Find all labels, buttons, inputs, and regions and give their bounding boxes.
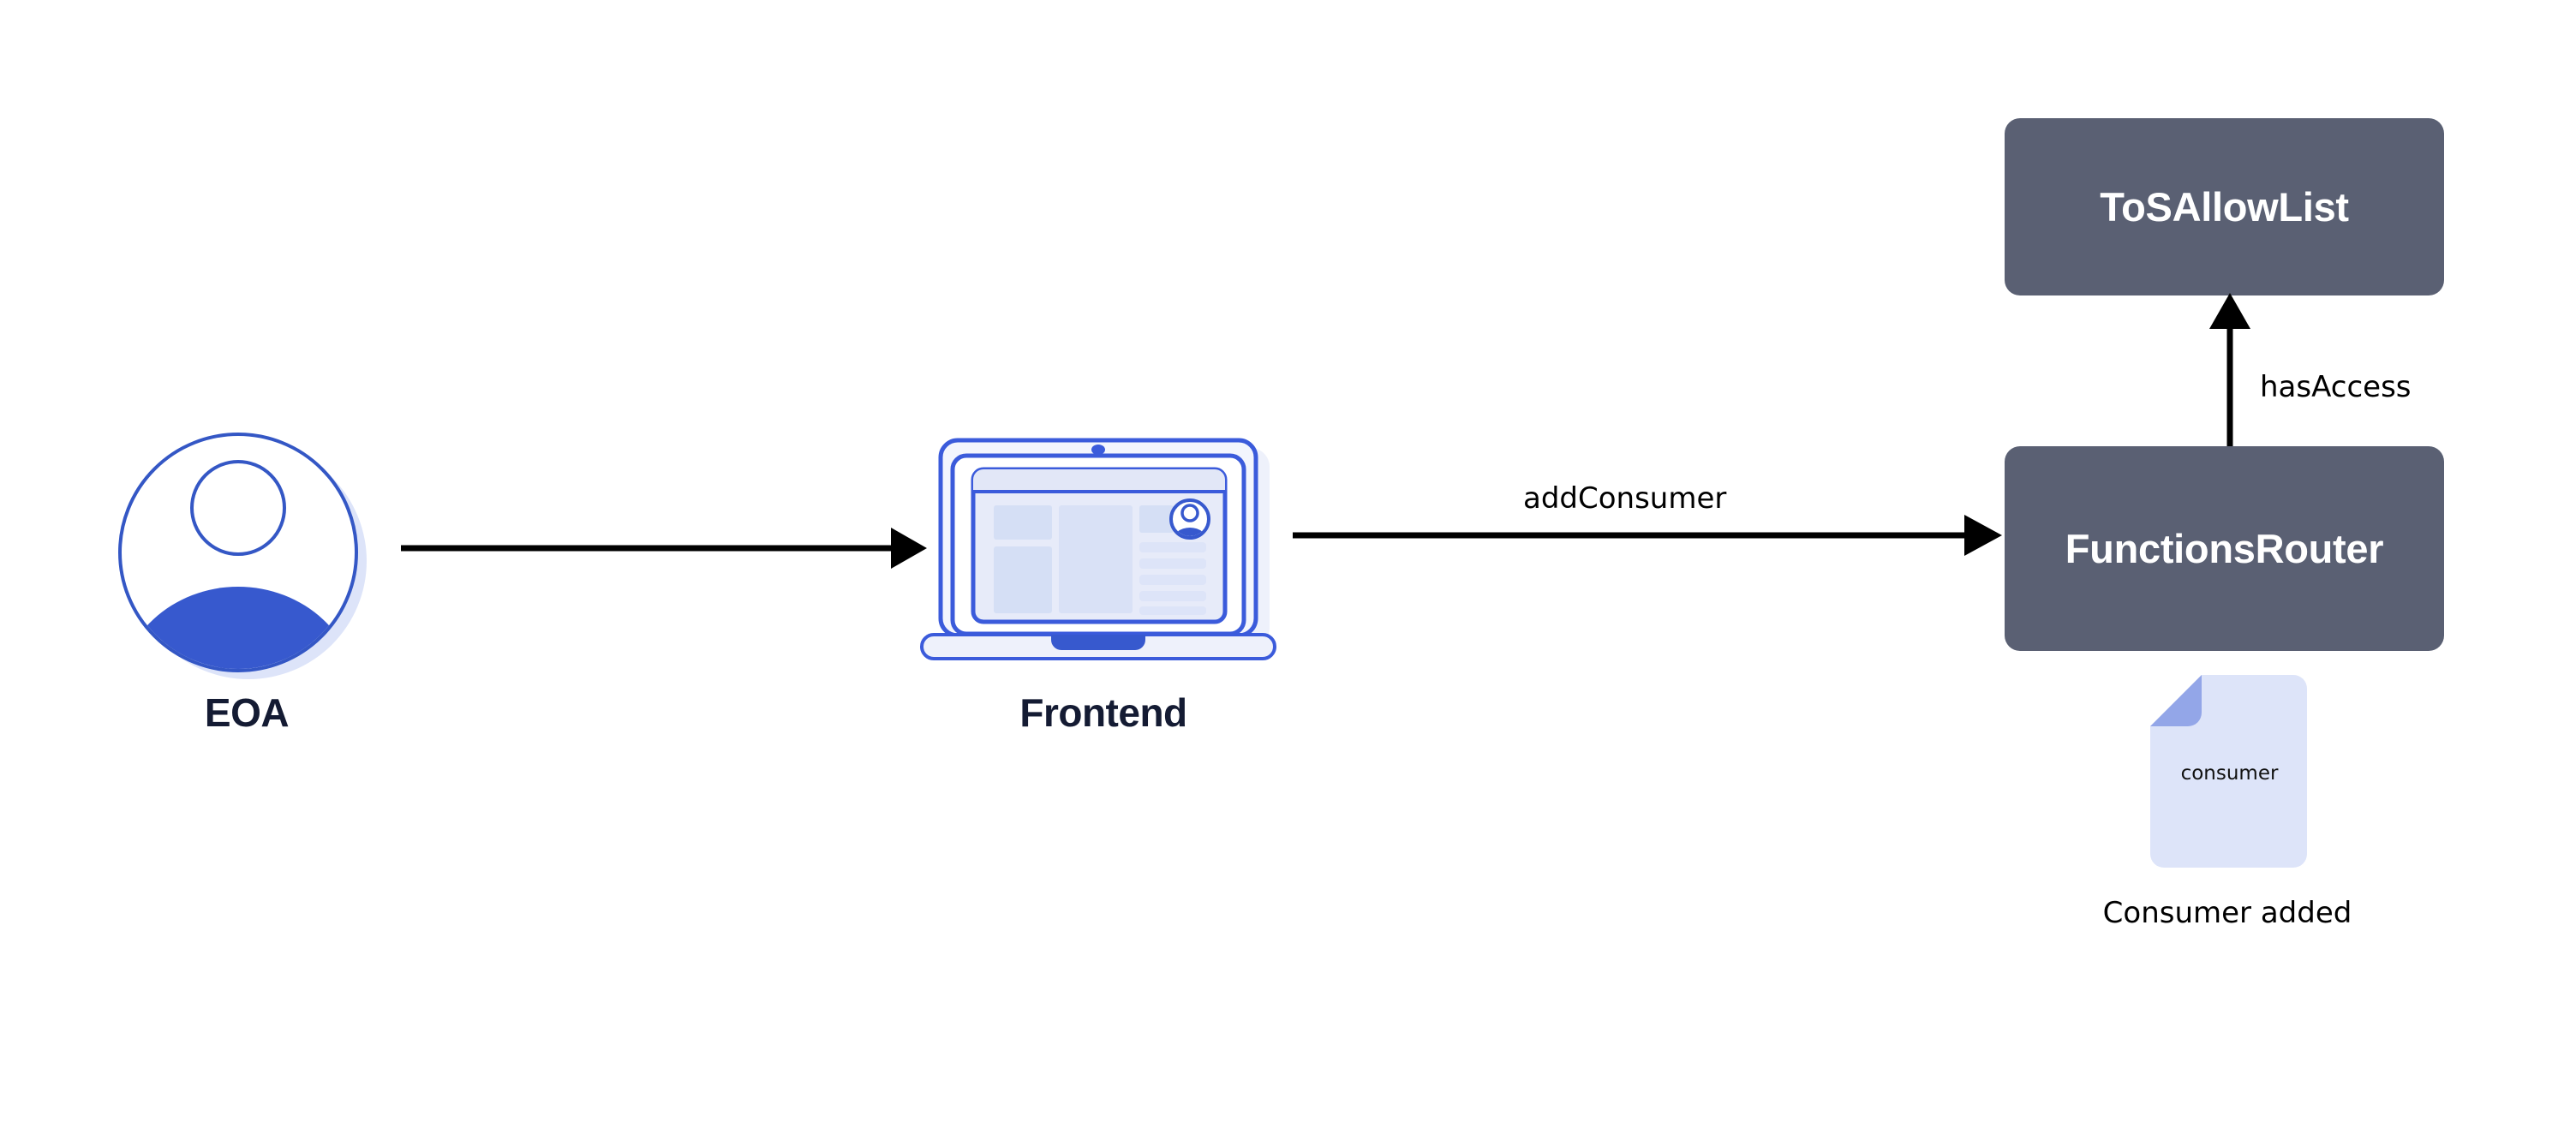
edge-label-has-access: hasAccess [2260, 370, 2412, 404]
edge-eoa-to-frontend [394, 514, 934, 582]
node-consumer-doc-inner-label: consumer [2180, 762, 2279, 785]
node-tos-allow-list-label: ToSAllowList [2100, 184, 2349, 230]
node-functions-router-label: FunctionsRouter [2065, 526, 2384, 571]
node-consumer-doc-caption: Consumer added [2102, 896, 2352, 930]
edge-label-add-consumer: addConsumer [1523, 481, 1727, 516]
node-eoa-label: EOA [204, 690, 290, 735]
node-frontend-label: Frontend [1019, 690, 1187, 735]
node-functions-router[interactable]: FunctionsRouter [2005, 446, 2444, 651]
node-frontend[interactable] [917, 433, 1285, 672]
node-eoa[interactable] [103, 415, 386, 698]
node-tos-allow-list[interactable]: ToSAllowList [2005, 118, 2444, 295]
document-icon [2150, 675, 2307, 868]
laptop-icon [920, 438, 1276, 660]
edge-functions-router-to-tos-allow-list [2202, 291, 2270, 454]
user-avatar-icon [118, 433, 367, 679]
edge-frontend-to-functions-router [1289, 505, 2009, 574]
node-consumer-doc[interactable] [2146, 671, 2313, 874]
